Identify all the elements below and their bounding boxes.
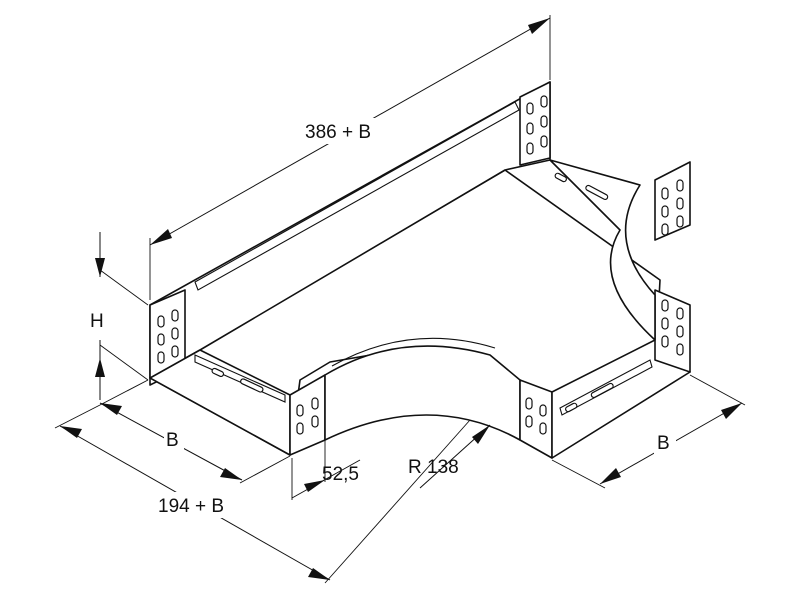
back-rail <box>194 101 520 291</box>
top-right-connector <box>654 161 691 241</box>
slot-hole <box>525 397 533 410</box>
slot-hole <box>661 205 669 218</box>
slot-hole <box>526 122 534 135</box>
floor-slot <box>590 382 614 399</box>
arrow-head <box>95 258 105 277</box>
floor-slot <box>565 402 578 413</box>
slot-hole <box>526 142 534 155</box>
arrow-head <box>150 229 172 245</box>
dim-label-length-total: 386 + B <box>305 122 371 143</box>
slot-hole <box>661 187 669 200</box>
dim-label-width-right: B <box>657 433 670 454</box>
tee-body <box>149 81 691 459</box>
slot-hole <box>676 343 684 356</box>
slot-hole <box>540 95 548 108</box>
slot-hole <box>171 345 179 358</box>
curved-inner-rim <box>331 337 496 367</box>
slot-hole <box>540 115 548 128</box>
floor-slot <box>240 378 264 393</box>
slot-hole <box>676 215 684 228</box>
slot-hole <box>171 327 179 340</box>
slot-hole <box>676 197 684 210</box>
dim-label-length-front: 194 + B <box>158 496 224 517</box>
curved-outer-wall <box>549 159 656 341</box>
floor-slot <box>554 172 567 183</box>
slot-hole <box>539 422 547 435</box>
arrow-head <box>472 425 490 444</box>
arrow-head <box>60 426 82 438</box>
slot-hole <box>311 415 319 428</box>
slot-hole <box>296 422 304 435</box>
arrow-head <box>600 468 621 484</box>
arrow-head <box>528 18 550 34</box>
slot-hole <box>539 404 547 417</box>
right-end-plate <box>654 289 691 373</box>
slot-hole <box>540 135 548 148</box>
right-front-rail <box>559 359 653 416</box>
slot-hole <box>311 397 319 410</box>
slot-hole <box>676 325 684 338</box>
slot-hole <box>157 351 165 364</box>
slot-hole <box>157 333 165 346</box>
slot-hole <box>661 317 669 330</box>
slot-hole <box>171 309 179 322</box>
curved-inner-wall <box>324 345 521 441</box>
slot-hole <box>661 223 669 236</box>
slot-hole <box>157 315 165 328</box>
floor-slot <box>585 184 609 201</box>
floor-slot <box>211 367 225 378</box>
dim-label-width-left: B <box>166 430 179 451</box>
dim-label-height: H <box>90 311 104 332</box>
arrow-head <box>220 468 242 480</box>
dim-line-offset <box>291 459 361 499</box>
arrow-head <box>100 403 122 415</box>
slot-hole <box>525 415 533 428</box>
arrow-head <box>308 568 330 580</box>
slot-hole <box>676 307 684 320</box>
slot-hole <box>526 102 534 115</box>
dim-label-offset: 52,5 <box>322 464 359 485</box>
arrow-head <box>721 403 742 419</box>
slot-hole <box>676 179 684 192</box>
right-connector <box>519 379 553 459</box>
slot-hole <box>296 404 304 417</box>
dim-label-radius: R 138 <box>408 457 459 478</box>
slot-hole <box>661 335 669 348</box>
slot-hole <box>661 299 669 312</box>
arrow-head <box>95 358 105 377</box>
left-front-rail <box>194 354 286 403</box>
arrow-head <box>304 480 325 492</box>
